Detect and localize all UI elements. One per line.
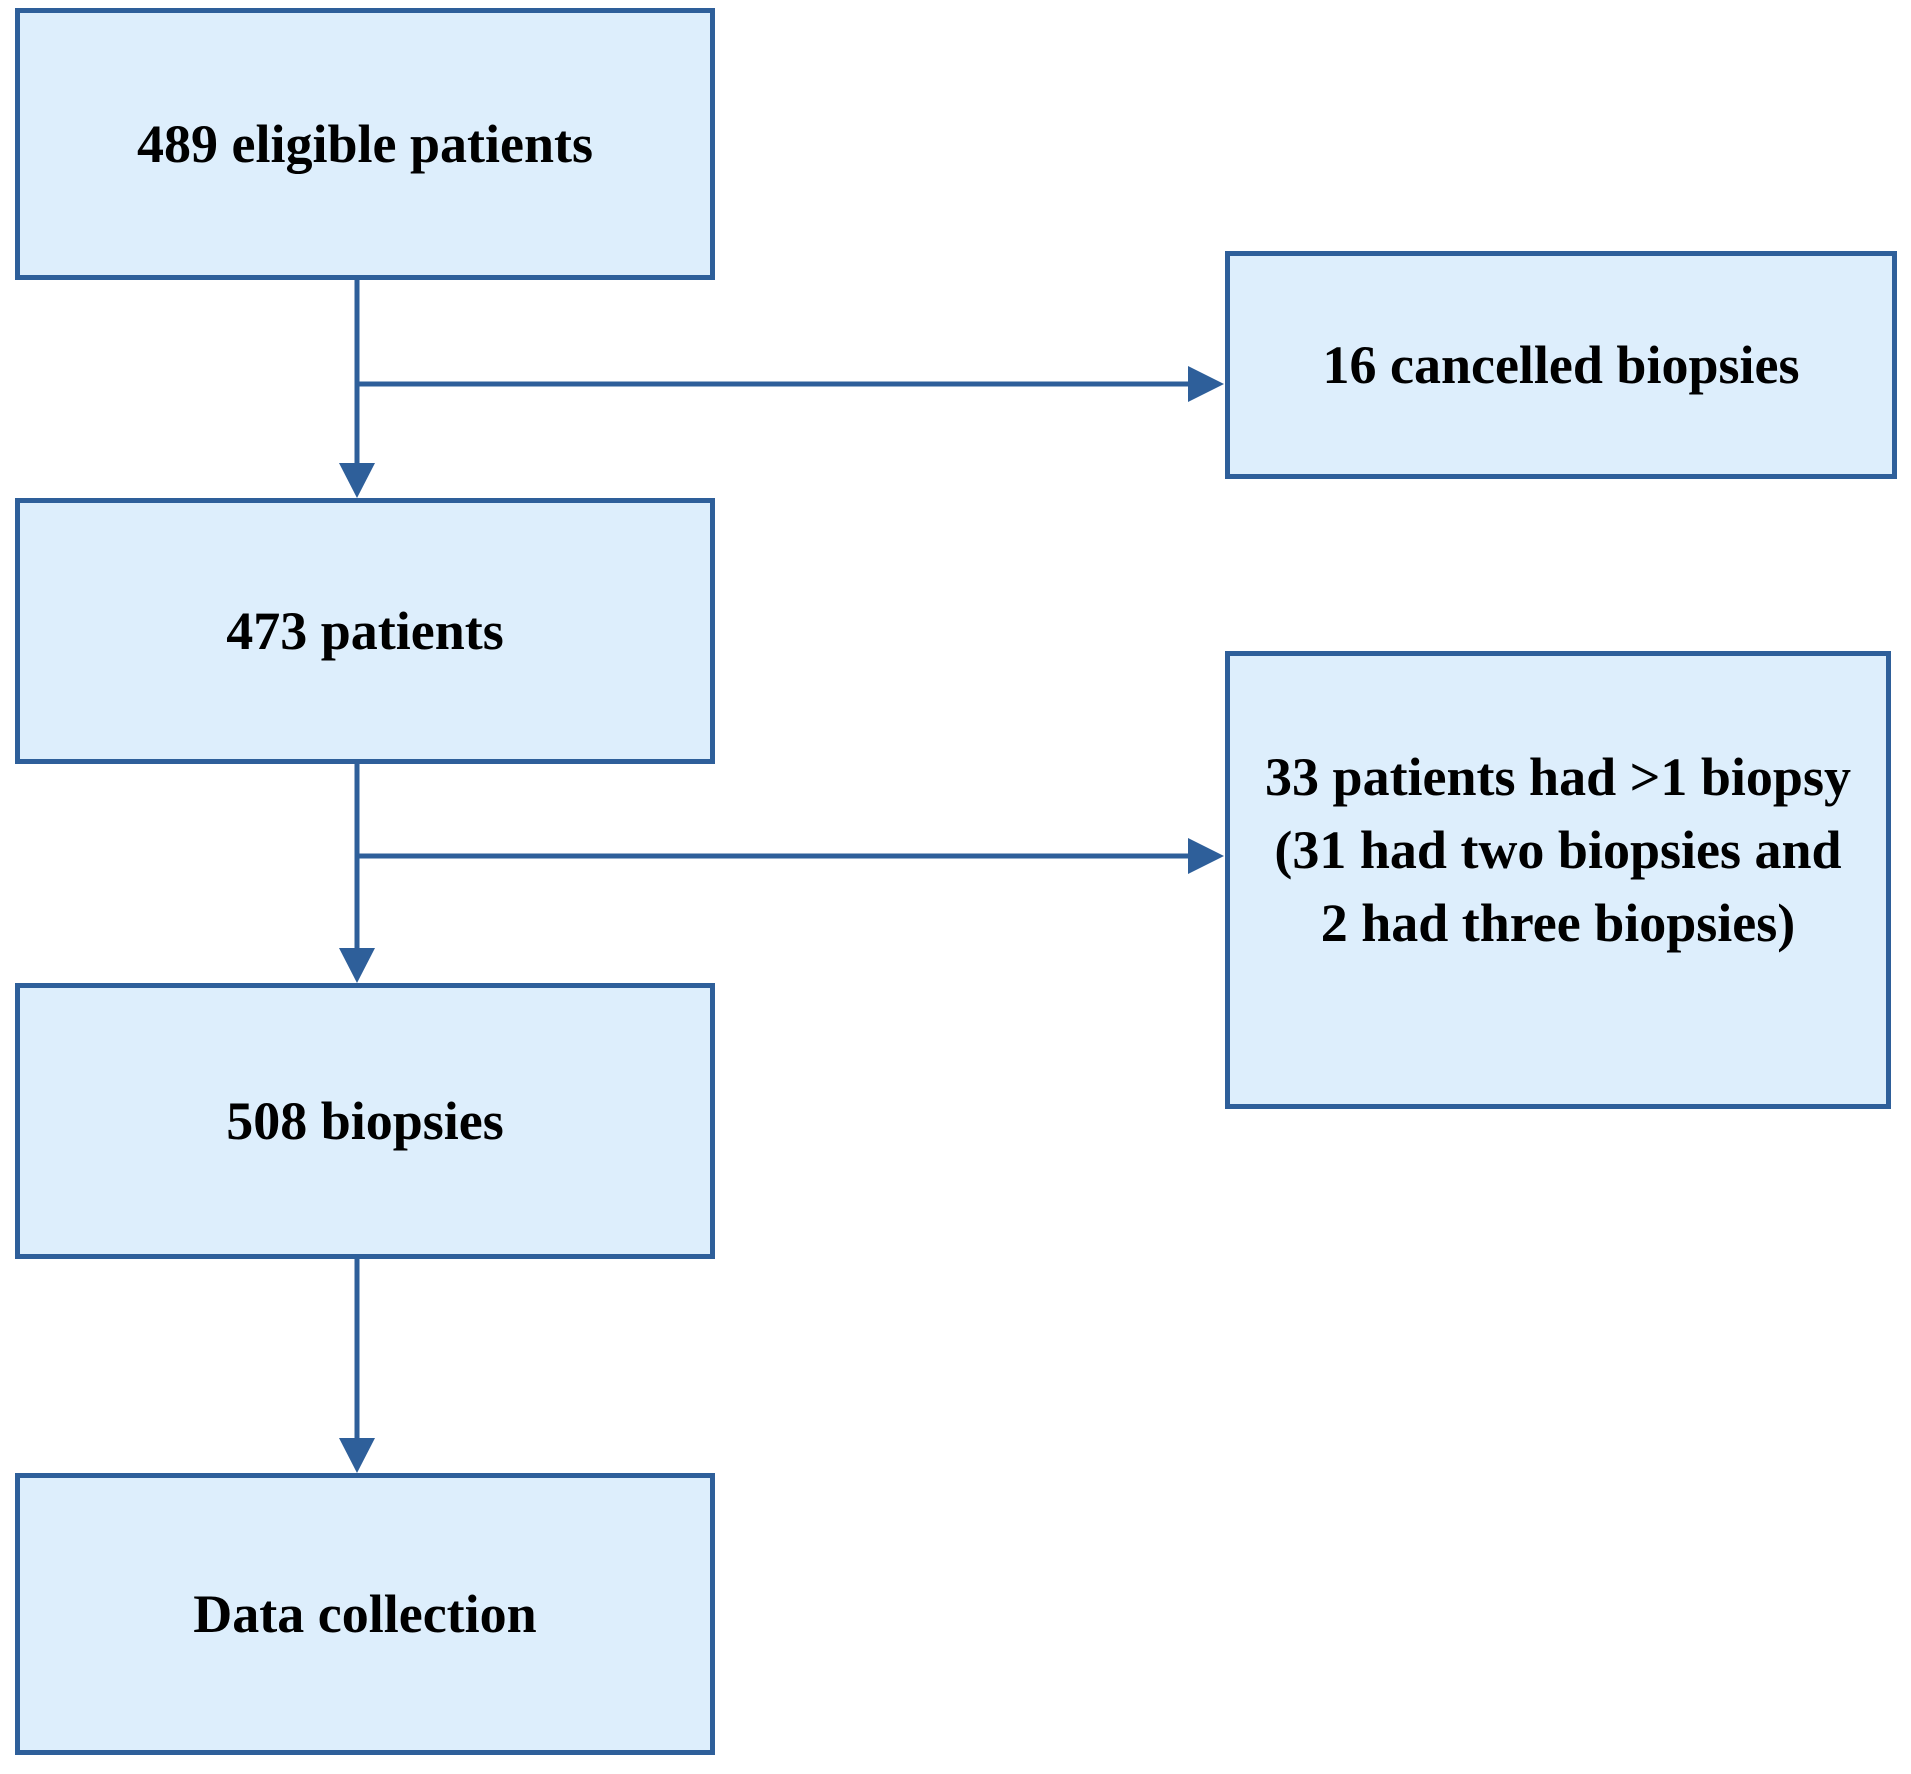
arrowhead-multiple [1188,838,1224,874]
eligible-patients-box: 489 eligible patients [15,8,715,280]
biopsies-label: 508 biopsies [226,1090,504,1151]
eligible-patients-label: 489 eligible patients [137,113,593,174]
arrowhead-cancelled [1188,366,1224,402]
biopsies-box: 508 biopsies [15,983,715,1259]
cancelled-biopsies-box: 16 cancelled biopsies [1225,251,1897,479]
multiple-biopsies-label: 33 patients had >1 biopsy (31 had two bi… [1265,746,1851,953]
data-collection-label: Data collection [193,1583,537,1644]
arrowhead-data [339,1438,375,1473]
cancelled-biopsies-label: 16 cancelled biopsies [1322,334,1800,395]
data-collection-box: Data collection [15,1473,715,1755]
patients-box: 473 patients [15,498,715,764]
multiple-biopsies-box: 33 patients had >1 biopsy (31 had two bi… [1225,651,1891,1109]
arrowhead-biopsies [339,948,375,983]
patients-label: 473 patients [226,600,504,661]
arrowhead-patients [339,463,375,498]
